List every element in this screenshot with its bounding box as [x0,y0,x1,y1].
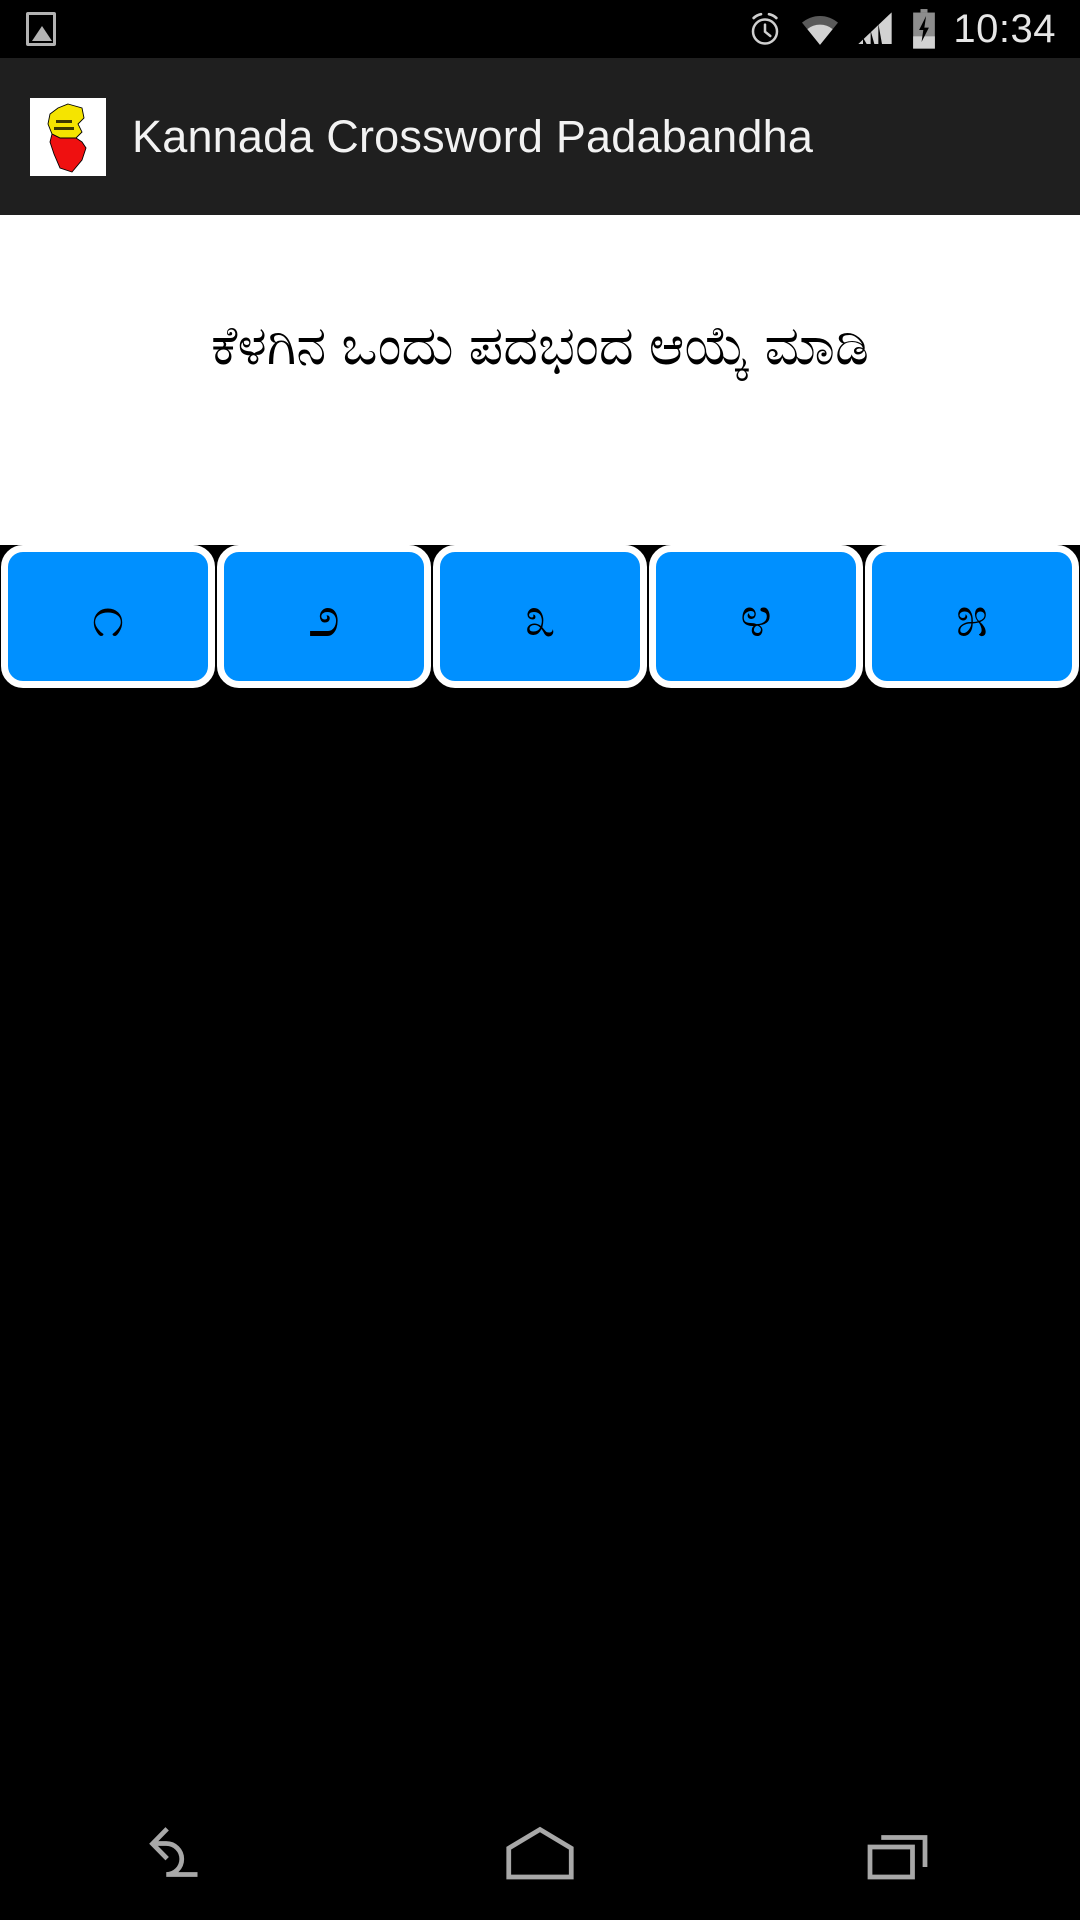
status-bar-notifications [0,12,56,46]
app-title: Kannada Crossword Padabandha [132,110,814,162]
battery-charging-icon [913,9,936,49]
level-tile-5[interactable]: ೫ [865,545,1079,688]
gallery-image-icon [26,12,56,46]
cellular-signal-icon [858,12,893,45]
level-tile-2[interactable]: ೨ [217,545,431,688]
karnataka-map-shape [47,103,87,173]
instruction-text: ಕೆಳಗಿನ ಒಂದು ಪದಭಂದ ಆಯ್ಕೆ ಮಾಡಿ [210,316,869,376]
karnataka-map-logo-icon [30,97,106,176]
back-arrow-icon [149,1826,198,1877]
recent-apps-icon [867,1834,928,1879]
nav-home-button[interactable] [440,1793,640,1920]
wifi-icon [802,15,839,45]
nav-recents-button[interactable] [800,1793,1000,1920]
app-action-bar: Kannada Crossword Padabandha [0,58,1080,215]
status-bar-clock: 10:34 [953,6,1056,51]
android-navigation-bar [0,1793,1080,1920]
content-panel: ಕೆಳಗಿನ ಒಂದು ಪದಭಂದ ಆಯ್ಕೆ ಮಾಡಿ [0,215,1080,545]
home-icon [506,1826,574,1879]
level-tile-row: ೧ ೨ ೩ ೪ ೫ [0,545,1080,688]
status-bar: 10:34 [0,0,1080,58]
nav-back-button[interactable] [80,1793,280,1920]
alarm-clock-icon [752,12,779,45]
level-tile-1[interactable]: ೧ [1,545,215,688]
status-bar-system-icons: 10:34 [745,7,1080,52]
level-tile-4[interactable]: ೪ [649,545,863,688]
empty-content-area [0,688,1080,1793]
level-tile-3[interactable]: ೩ [433,545,647,688]
